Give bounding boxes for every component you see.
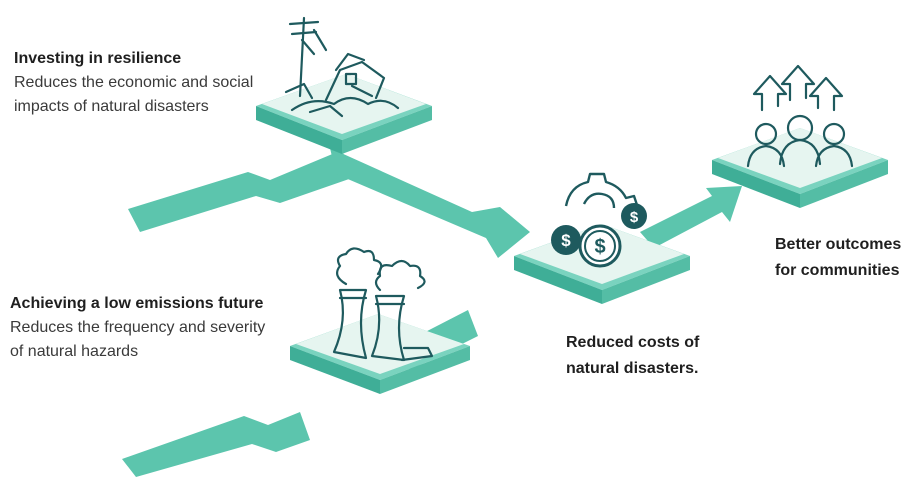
svg-text:$: $	[594, 236, 605, 258]
resilience-text-block: Investing in resilience Reduces the econ…	[14, 47, 264, 119]
cooling-towers-smoke-icon	[332, 247, 434, 362]
tile-outcomes	[712, 128, 888, 208]
better-outcomes-label: Better outcomes for communities	[775, 236, 902, 279]
arrow-band-resilience	[128, 150, 352, 232]
svg-text:$: $	[561, 231, 571, 250]
resilience-heading: Investing in resilience	[14, 50, 182, 67]
resilience-body: Reduces the economic and social impacts …	[14, 74, 254, 115]
arrow-to-costs-from-resilience	[330, 148, 530, 258]
arrow-to-outcomes	[640, 186, 742, 248]
damaged-house-and-power-pole-icon	[284, 16, 400, 118]
people-with-up-arrows-icon	[746, 64, 854, 168]
svg-text:$: $	[630, 209, 639, 226]
tile-emissions	[290, 314, 470, 394]
emissions-heading: Achieving a low emissions future	[10, 295, 264, 312]
reduced-costs-label: Reduced costs of natural disasters.	[566, 334, 700, 377]
emissions-body: Reduces the frequency and severity of na…	[10, 319, 266, 360]
tile-resilience	[256, 74, 432, 154]
gear-with-dollar-coins-icon: $ $ $	[551, 172, 647, 268]
emissions-text-block: Achieving a low emissions future Reduces…	[10, 292, 280, 364]
